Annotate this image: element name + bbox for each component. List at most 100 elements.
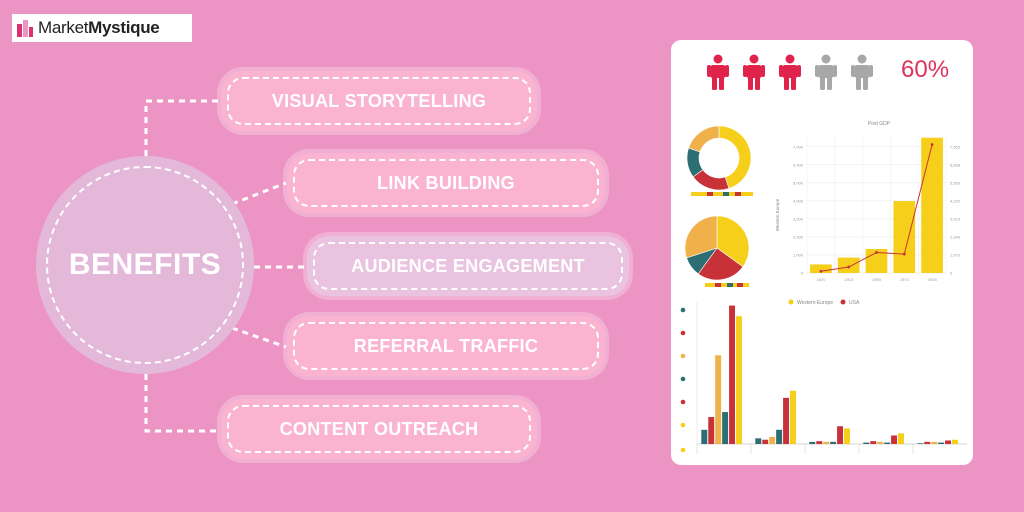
- point-usa: [930, 143, 934, 146]
- legend-dot: [680, 307, 686, 313]
- legend-dot: [680, 422, 686, 428]
- bar: [931, 441, 938, 444]
- y-tick-left: 0: [801, 271, 804, 276]
- benefit-visual-storytelling: VISUAL STORYTELLING: [221, 71, 537, 131]
- person-icon: [851, 54, 873, 95]
- benefit-referral-traffic: REFERRAL TRAFFIC: [287, 316, 605, 376]
- people-row: [707, 54, 873, 95]
- bar: [938, 442, 945, 444]
- brand-name: MarketMystique: [38, 18, 160, 37]
- bar: [809, 441, 816, 444]
- y-tick-right: 6,838: [950, 162, 961, 167]
- pie-slice: [697, 247, 744, 281]
- y-tick-left: 1,000: [793, 252, 804, 257]
- bar: [837, 426, 844, 444]
- y-tick-right: 0: [950, 271, 953, 276]
- percent-label: 60%: [901, 56, 950, 83]
- bar: [952, 439, 958, 444]
- legend-dot: [680, 353, 686, 359]
- bar: [870, 441, 877, 444]
- y-tick-right: 3,019: [950, 216, 961, 221]
- brand-logo: MarketMystique: [12, 14, 192, 42]
- bar-western-europe: [810, 264, 832, 273]
- y-tick-right: 7,553: [950, 144, 961, 149]
- bar: [924, 441, 931, 444]
- bar-western-europe: [921, 137, 943, 273]
- legend-western-europe: Western Europe: [797, 300, 833, 306]
- bar-western-europe: [893, 201, 916, 273]
- x-tick: 2003: [928, 277, 938, 282]
- bar: [816, 441, 823, 444]
- benefit-label: VISUAL STORYTELLING: [271, 90, 487, 111]
- benefit-label: LINK BUILDING: [377, 172, 515, 193]
- bar: [877, 441, 884, 444]
- bar: [729, 305, 736, 444]
- bar: [844, 428, 850, 444]
- y-tick-left: 6,000: [793, 162, 804, 167]
- gdp-chart: Post GDP Western Europe 0 0 1,000 1,673 2,00…: [775, 121, 961, 282]
- bar: [898, 433, 904, 444]
- bar: [823, 441, 830, 444]
- brand-logo-icon: [16, 18, 34, 38]
- y-tick-right: 5,565: [950, 180, 961, 185]
- infographic-card: 60% Post GDP Western Europe 0 0 1,000 1,673…: [671, 40, 973, 465]
- y-tick-left: 3,000: [793, 216, 804, 221]
- benefit-link-building: LINK BUILDING: [287, 153, 605, 213]
- bar: [715, 355, 722, 444]
- pie-slice: [688, 125, 720, 153]
- pie-slice: [716, 215, 750, 268]
- person-icon: [707, 54, 729, 95]
- donut-legend: [691, 192, 753, 196]
- bar: [755, 438, 762, 444]
- y-tick-right: 1,673: [950, 252, 961, 257]
- person-icon: [743, 54, 765, 95]
- y-tick-left: 7,000: [793, 144, 804, 149]
- hub-label: BENEFITS: [68, 248, 222, 281]
- bar: [790, 390, 796, 444]
- y-tick-left: 4,000: [793, 198, 804, 203]
- y-tick-right: 4,292: [950, 198, 961, 203]
- pie-slice: [684, 215, 718, 259]
- point-usa: [847, 265, 851, 269]
- legend-dot: [680, 399, 686, 405]
- legend-dot: [680, 376, 686, 382]
- gdp-legend: Western Europe USA: [788, 299, 860, 306]
- legend-dot: [680, 330, 686, 336]
- bar: [722, 412, 729, 444]
- pie-legend: [705, 283, 749, 287]
- x-tick: 1950: [872, 277, 882, 282]
- chart-title: Post GDP: [868, 121, 891, 127]
- legend-dot: [680, 447, 686, 453]
- y-tick-left: 5,000: [793, 180, 804, 185]
- bar: [762, 439, 769, 444]
- bar-western-europe: [837, 257, 860, 273]
- benefit-label: REFERRAL TRAFFIC: [353, 335, 539, 356]
- bar: [708, 417, 715, 444]
- benefit-content-outreach: CONTENT OUTREACH: [221, 399, 537, 459]
- y-tick-right: 2,346: [950, 234, 961, 239]
- grouped-bar-chart: [680, 302, 967, 454]
- donut-chart: [686, 125, 752, 191]
- point-usa: [819, 269, 823, 273]
- bar: [891, 435, 898, 444]
- bar: [736, 316, 742, 444]
- benefits-hub: BENEFITS: [36, 156, 254, 374]
- x-tick: 1973: [900, 277, 910, 282]
- bar: [830, 441, 837, 444]
- x-tick: 1870: [816, 277, 826, 282]
- bar: [863, 442, 870, 444]
- chart-ylabel: Western Europe: [775, 198, 780, 231]
- legend-usa: USA: [849, 300, 860, 306]
- x-tick: 1913: [844, 277, 854, 282]
- point-usa: [875, 251, 878, 254]
- person-icon: [779, 54, 801, 95]
- bar: [884, 442, 891, 444]
- bar: [917, 443, 924, 444]
- point-usa: [902, 252, 906, 256]
- benefit-label: CONTENT OUTREACH: [279, 418, 479, 439]
- benefit-audience-engagement: AUDIENCE ENGAGEMENT: [307, 236, 629, 296]
- person-icon: [815, 54, 837, 95]
- bar: [769, 436, 776, 444]
- y-tick-left: 2,000: [793, 234, 804, 239]
